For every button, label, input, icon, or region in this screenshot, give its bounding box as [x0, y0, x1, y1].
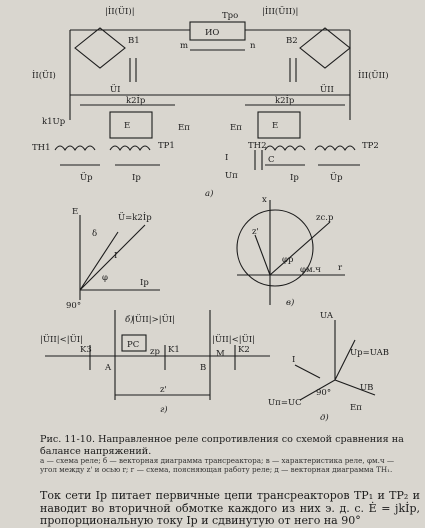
label-zprime-g: z'	[160, 385, 167, 395]
label-ua: UA	[320, 311, 334, 321]
label-i2-abs: |İII(ÜII)|	[262, 5, 298, 17]
label-zp: zр	[150, 347, 160, 357]
label-th2: TH2	[248, 141, 267, 151]
label-m: m	[180, 41, 188, 51]
label-90-b: 90°	[66, 301, 81, 311]
coil-tp1	[109, 145, 151, 152]
body-paragraph: Ток сети Iр питает первичные цепи транср…	[40, 489, 420, 527]
label-v1: В1	[128, 36, 140, 46]
label-c: C	[268, 155, 275, 165]
line-ticks	[89, 310, 236, 400]
label-x: x	[262, 195, 267, 205]
label-e-right: Е	[272, 121, 278, 131]
label-delta: δ	[92, 229, 97, 239]
side-wires	[69, 30, 351, 120]
label-en-right: Еп	[230, 123, 242, 133]
label-zprime: z'	[252, 227, 259, 237]
capacitors	[129, 58, 297, 82]
io-box	[189, 21, 246, 41]
label-eq: Ü=k2İр	[118, 211, 152, 223]
label-sub-d: д)	[320, 412, 329, 423]
label-ip: Iр	[132, 173, 141, 183]
label-i2: İII(ÜII)	[358, 69, 389, 81]
label-i-d: I	[292, 355, 295, 365]
label-sub-v: в)	[286, 297, 294, 308]
bridge-right	[299, 27, 351, 69]
label-pc: РС	[127, 340, 139, 350]
label-phi: φ	[102, 273, 108, 283]
coil-th1	[54, 145, 96, 152]
circle-char	[236, 209, 314, 287]
label-kuup: k1Uр	[42, 117, 66, 127]
label-th1: TH1	[32, 143, 51, 153]
label-uab: Uр=UAB	[350, 348, 389, 358]
label-ip-2: Iр	[290, 173, 299, 183]
label-tp1: ТР1	[158, 141, 175, 151]
label-up-2: Üр	[330, 171, 343, 183]
tr-box-left	[109, 111, 153, 139]
label-sub-a: а)	[205, 188, 213, 199]
label-i1-abs: |İI(ÜI)|	[105, 5, 135, 17]
label-uii: ÜII	[320, 83, 334, 95]
label-tp2: ТР2	[362, 141, 379, 151]
label-ip-b: Iр	[140, 278, 149, 288]
vectors-b	[79, 215, 160, 300]
label-e-left: Е	[124, 121, 130, 131]
label-E: E	[72, 207, 78, 217]
label-phip: φр	[282, 255, 294, 265]
label-cond-right: |ÜII|<|ÜI|	[212, 333, 255, 345]
figure-caption: Рис. 11-10. Направленное реле сопротивле…	[40, 434, 404, 457]
label-sub-b: б)	[125, 314, 134, 325]
label-k2ip-right: k2İр	[275, 94, 295, 106]
label-cond-center: |ÜII|>|ÜI|	[132, 313, 175, 325]
mid-wires	[70, 94, 350, 106]
coil-tp2	[314, 145, 356, 152]
label-k2ip-left: k2İр	[126, 94, 146, 106]
label-n: n	[250, 41, 256, 51]
label-io: ИО	[205, 28, 219, 38]
label-r: r	[338, 263, 343, 273]
label-b: B	[200, 363, 206, 373]
figure-legend: а — схема реле; б — векторная диаграмма …	[40, 456, 395, 474]
label-k1: K1	[168, 345, 180, 355]
label-phimch: φм.ч	[300, 265, 321, 275]
label-m-g: M	[216, 349, 225, 359]
label-un-d: Uп=UC	[268, 398, 302, 408]
tr-box-right	[257, 111, 301, 139]
label-ub: UB	[360, 383, 373, 393]
label-en-d: Eп	[350, 403, 362, 413]
label-i-small: I	[225, 153, 228, 163]
label-zsr: zс.р	[316, 213, 334, 223]
bridge-left	[74, 27, 126, 69]
label-k2: K2	[238, 345, 250, 355]
label-k3: K3	[80, 345, 92, 355]
label-up: Üр	[80, 171, 93, 183]
figure-11-10: |İI(ÜI)| |İII(ÜII)| ИО Тро m n В1 В2 İI(…	[32, 5, 389, 423]
label-I: I	[114, 251, 117, 261]
label-i1: İI(ÜI)	[32, 69, 56, 81]
capacitor-c	[254, 150, 263, 170]
label-ui: ÜI	[110, 83, 121, 95]
label-cond-left: |ÜII|<|ÜI|	[40, 333, 83, 345]
pc-box	[121, 334, 147, 352]
label-un: Uп	[225, 171, 238, 181]
label-90-d: 90°	[316, 388, 331, 398]
vectors-v	[237, 200, 345, 305]
label-v2: В2	[286, 36, 298, 46]
label-tro: Тро	[222, 11, 238, 21]
label-a: A	[104, 363, 112, 373]
vectors-d	[294, 320, 376, 401]
label-en-left: Еп	[178, 123, 190, 133]
label-sub-g: г)	[160, 404, 168, 415]
coil-th2	[264, 145, 306, 152]
